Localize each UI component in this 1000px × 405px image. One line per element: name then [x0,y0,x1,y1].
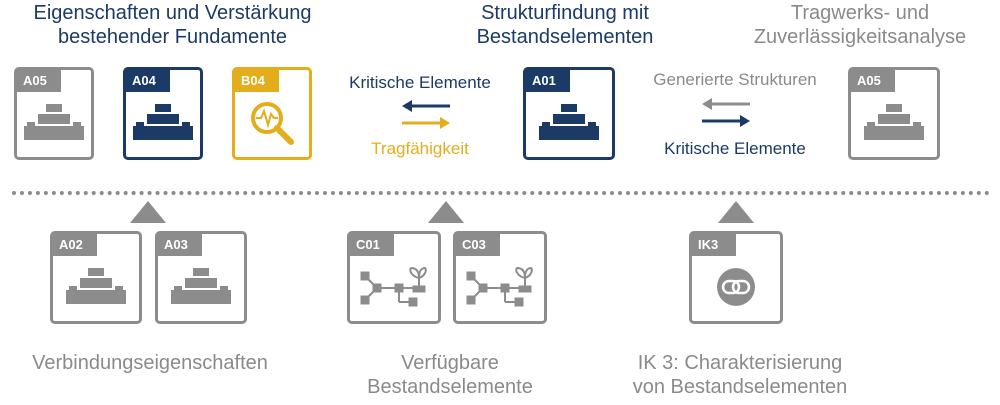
building-blocks-icon [864,104,924,140]
card-tag: C01 [350,234,394,256]
card-a01: A01 [523,67,615,160]
card-b04: B04 [232,67,312,160]
card-a02: A02 [50,231,142,324]
flow-right-bottom-label: Kritische Elemente [664,139,806,158]
building-blocks-icon [539,104,599,140]
card-c01: C01 [347,231,441,324]
card-tag: A02 [53,234,97,256]
network-plant-icon [465,266,535,310]
magnifier-analysis-icon [247,98,297,148]
card-c03: C03 [453,231,547,324]
header-right-line2: Zuverlässigkeitsanalyse [753,25,967,48]
footer-right-line1: IK 3: Charakterisierung [637,352,843,374]
header-center: Strukturfindung mit Bestandselementen [440,2,690,49]
header-left: Eigenschaften und Verstärkung bestehende… [0,2,345,49]
card-tag: C03 [456,234,500,256]
card-tag: A05 [17,70,61,92]
footer-center-line1: Verfügbare [401,352,499,374]
footer-left-line1: Verbindungseigenschaften [32,352,268,374]
card-tag: B04 [235,70,279,92]
card-tag: IK3 [692,234,736,256]
pointer-triangle [718,201,754,223]
building-blocks-icon [171,268,231,304]
header-right-line1: Tragwerks- und [790,2,930,24]
flow-left-top-label: Kritische Elemente [349,73,491,92]
header-left-line1: Eigenschaften und Verstärkung [33,2,312,24]
card-a04: A04 [123,67,203,160]
header-right: Tragwerks- und Zuverlässigkeitsanalyse [720,2,1000,49]
dotted-divider [12,191,990,195]
card-tag: A03 [158,234,202,256]
flow-left-bottom-label: Tragfähigkeit [371,139,469,158]
header-left-line2: bestehender Fundamente [57,25,288,48]
network-plant-icon [359,266,429,310]
building-blocks-icon [24,104,84,140]
card-tag: A04 [126,70,170,92]
footer-left: Verbindungseigenschaften [0,352,300,376]
header-center-line2: Bestandselementen [476,25,654,48]
card-a03: A03 [155,231,247,324]
card-a05-left: A05 [14,67,94,160]
building-blocks-icon [66,268,126,304]
chain-link-icon [716,267,756,307]
exchange-arrows-icon [700,96,752,135]
card-tag: A05 [851,70,895,92]
footer-center: Verfügbare Bestandselemente [330,352,570,399]
card-tag: A01 [526,70,570,92]
footer-right: IK 3: Charakterisierung von Bestandselem… [600,352,880,399]
flow-right-top-label: Generierte Strukturen [653,70,817,89]
footer-center-line2: Bestandselemente [367,375,533,398]
footer-right-line2: von Bestandselementen [632,375,848,398]
card-a05-right: A05 [848,67,940,160]
building-blocks-icon [133,104,193,140]
pointer-triangle [130,201,166,223]
header-center-line1: Strukturfindung mit [481,2,649,24]
pointer-triangle [428,201,464,223]
card-ik3: IK3 [689,231,783,324]
exchange-arrows-icon [400,98,452,137]
